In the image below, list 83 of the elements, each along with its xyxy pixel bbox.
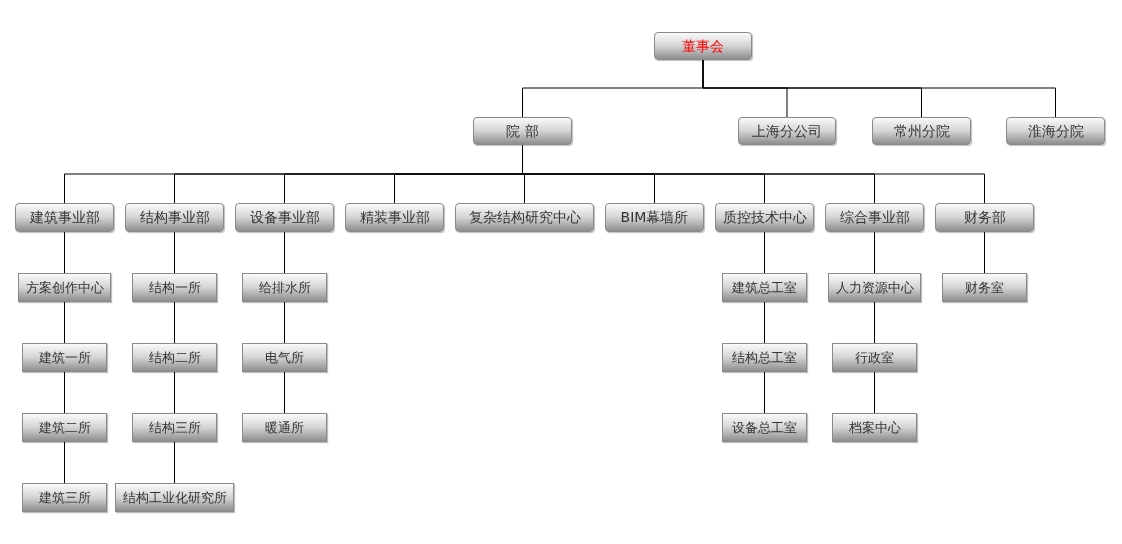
connector-line [874,371,875,414]
unit-name: 院 部 [506,121,539,141]
org-box [872,117,971,145]
org-box [942,273,1027,302]
connector-line [984,231,985,274]
org-box [935,203,1034,232]
org-box [722,343,807,372]
connector-line [874,231,875,274]
unit-name: 结构事业部 [139,208,210,227]
connector-line [174,231,175,274]
unit-name: 常州分院 [893,121,950,141]
unit-name: 综合事业部 [839,208,910,227]
unit-name: 结构三所 [148,418,201,437]
unit-name: 建筑一所 [38,348,91,367]
org-box [22,483,107,512]
org-box [132,343,217,372]
connector-line [284,231,285,274]
unit-name: BIM幕墙所 [620,208,689,227]
org-box [738,117,836,145]
connector-line [764,231,765,274]
unit-name: 财务室 [965,278,1004,297]
unit-name: 财务部 [963,208,1006,227]
org-box [18,273,111,302]
connector-line [874,301,875,344]
org-box [242,413,327,442]
org-box [242,343,327,372]
unit-name: 设备事业部 [249,208,320,227]
unit-name: 精装事业部 [359,208,430,227]
unit-name: 暖通所 [265,418,304,437]
org-box [828,273,921,302]
unit-name: 设备总工室 [732,418,797,437]
org-box [345,203,444,232]
org-box [605,203,704,232]
connector-line [284,301,285,344]
unit-name: 董事会 [682,36,724,56]
org-box [715,203,814,232]
org-box [242,273,327,302]
connector-line [64,371,65,414]
org-box [832,413,917,442]
unit-name: 建筑二所 [38,418,91,437]
unit-name: 复杂结构研究中心 [468,208,581,227]
unit-name: 结构一所 [148,278,201,297]
unit-name: 建筑事业部 [29,208,100,227]
connector-line [64,441,65,484]
unit-name: 质控技术中心 [722,208,807,227]
unit-name: 建筑总工室 [732,278,797,297]
unit-name: 结构总工室 [732,348,797,367]
unit-name: 上海分公司 [752,121,822,141]
unit-name: 档案中心 [848,418,901,437]
unit-name: 方案创作中心 [25,278,104,297]
org-box [132,273,217,302]
org-box [115,483,234,512]
org-box [125,203,224,232]
org-box [654,32,752,60]
org-box [235,203,334,232]
org-box [22,413,107,442]
connector-line [64,301,65,344]
org-box [15,203,114,232]
unit-name: 结构二所 [148,348,201,367]
connector-line [174,371,175,414]
unit-name: 给排水所 [258,278,311,297]
unit-name: 人力资源中心 [835,278,914,297]
connector-line [764,371,765,414]
org-box [832,343,917,372]
org-box [455,203,594,232]
unit-name: 行政室 [855,348,894,367]
org-box [722,273,807,302]
unit-name: 淮海分院 [1027,121,1084,141]
connector-line [702,59,1056,118]
connector-line [174,441,175,484]
org-box [1006,117,1105,145]
org-box [132,413,217,442]
connector-line [64,231,65,274]
unit-name: 电气所 [265,348,304,367]
connector-line [284,371,285,414]
connector-line [764,301,765,344]
org-box [722,413,807,442]
unit-name: 建筑三所 [38,488,91,507]
org-box [825,203,924,232]
org-box [473,117,572,145]
connector-line [174,301,175,344]
org-box [22,343,107,372]
unit-name: 结构工业化研究所 [122,488,227,507]
